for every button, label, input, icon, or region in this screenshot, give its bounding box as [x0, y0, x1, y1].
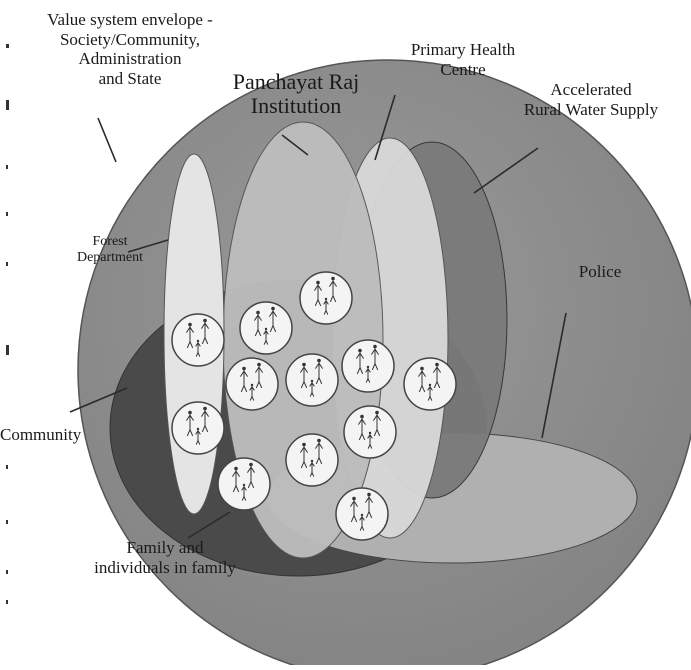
family-figures-icon — [355, 344, 380, 383]
envelope-label-line-1: Value system envelope - — [47, 10, 213, 29]
family-circle — [335, 487, 389, 541]
phc-leader — [374, 94, 396, 161]
family-circle — [239, 301, 293, 355]
envelope-leader — [97, 117, 117, 163]
water-label: Accelerated Rural Water Supply — [494, 80, 688, 119]
forest-label-line-1: Forest — [92, 234, 128, 249]
family-circle — [403, 357, 457, 411]
family-figures-icon — [417, 362, 442, 401]
phc-label-line-2: Centre — [440, 59, 486, 79]
family-circle — [217, 457, 271, 511]
community-label: Community — [0, 425, 110, 445]
forest-label: Forest Department — [60, 234, 160, 266]
family-figures-icon — [253, 306, 278, 345]
page-edge-marks — [6, 44, 9, 604]
panchayat-label-line-2: Institution — [250, 93, 342, 119]
family-label: Family and individuals in family — [60, 538, 270, 577]
family-figures-icon — [299, 358, 324, 397]
water-label-line-2: Rural Water Supply — [523, 99, 659, 119]
envelope-label: Value system envelope - Society/Communit… — [20, 10, 240, 88]
forest-label-line-2: Department — [76, 250, 144, 266]
family-circle — [171, 313, 225, 367]
family-figures-icon — [231, 462, 256, 501]
family-figures-icon — [239, 362, 264, 401]
panchayat-label-line-1: Panchayat Raj — [232, 69, 360, 94]
family-figures-icon — [185, 406, 210, 445]
family-circle — [225, 357, 279, 411]
envelope-label-line-2: Society/Community, — [59, 29, 201, 49]
community-leader — [69, 387, 128, 413]
family-circle — [171, 401, 225, 455]
family-circle — [341, 339, 395, 393]
family-figures-icon — [349, 492, 374, 531]
family-label-line-1: Family and — [126, 538, 204, 557]
police-label-text: Police — [578, 262, 622, 281]
water-leader — [473, 147, 539, 194]
leader-lines — [69, 94, 567, 539]
water-label-line-1: Accelerated — [550, 80, 632, 99]
family-label-line-2: individuals in family — [94, 557, 236, 577]
community-label-text: Community — [0, 425, 82, 444]
family-circle — [285, 353, 339, 407]
family-figures-icon — [299, 438, 324, 477]
family-circle — [285, 433, 339, 487]
family-figures-icon — [185, 318, 210, 357]
phc-label-line-1: Primary Health — [410, 40, 516, 59]
panchayat-label: Panchayat Raj Institution — [208, 69, 384, 119]
police-leader — [541, 312, 567, 439]
family-leader — [187, 511, 231, 539]
envelope-label-line-3: Administration — [78, 49, 182, 69]
family-circles — [171, 271, 457, 541]
family-circle — [299, 271, 353, 325]
family-circle — [343, 405, 397, 459]
family-figures-icon — [313, 276, 338, 315]
police-label: Police — [560, 262, 640, 282]
panchayat-leader — [281, 134, 309, 156]
envelope-label-line-4: and State — [98, 68, 162, 88]
family-figures-icon — [357, 410, 382, 449]
phc-label: Primary Health Centre — [388, 40, 538, 79]
forest-leader — [127, 239, 169, 253]
